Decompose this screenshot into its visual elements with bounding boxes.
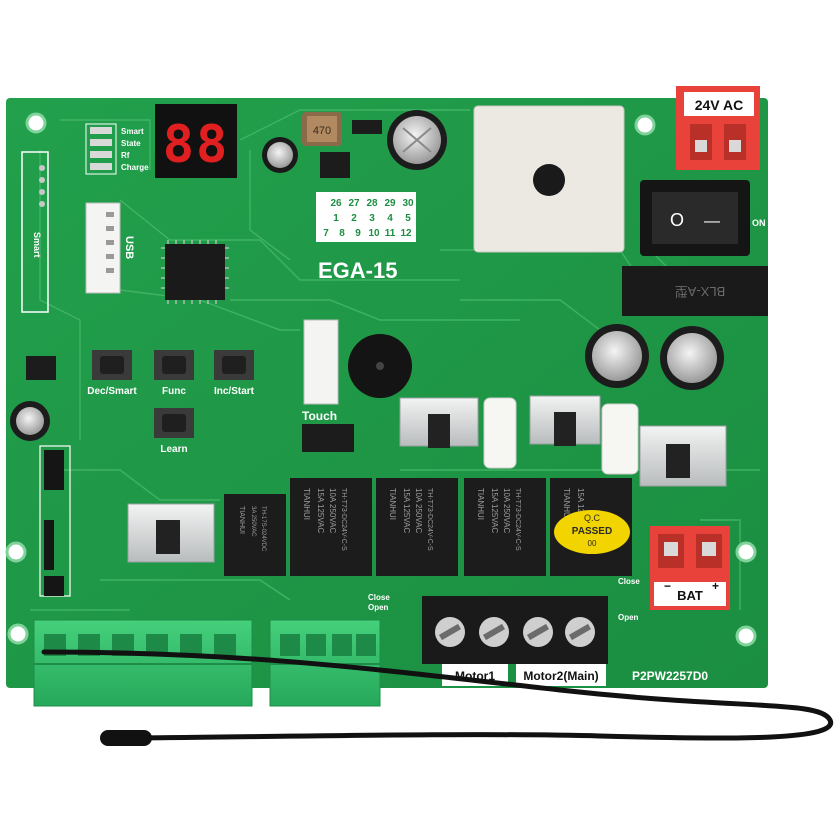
battery-plus: + [712, 579, 719, 593]
jumper-label: 9 [355, 228, 361, 239]
svg-text:Q.C: Q.C [584, 513, 601, 523]
svg-text:TIANHUI: TIANHUI [388, 488, 397, 520]
relay-1: TIANHUI 15A 125VAC 10A 250VAC TH-T73-DC2… [290, 478, 372, 576]
mounting-holes [5, 112, 757, 647]
screw-slot [438, 623, 462, 641]
svg-text:3A 250VAC: 3A 250VAC [250, 506, 256, 537]
qc-passed-sticker: Q.C PASSED 00 [554, 510, 630, 554]
jumper-label: 29 [384, 198, 396, 209]
jumper-label: 1 [333, 213, 339, 224]
jumper-label: 3 [369, 213, 375, 224]
svg-text:TIANHUI: TIANHUI [238, 506, 245, 534]
touch-label: Touch [302, 409, 337, 423]
button-func[interactable]: Func [154, 350, 194, 397]
button-inc-start[interactable]: Inc/Start [214, 350, 255, 397]
led-indicator-group: Smart State Rf Charge [85, 123, 149, 175]
svg-text:TH-T73-DC24V-C-S: TH-T73-DC24V-C-S [426, 488, 433, 551]
motor2-label: Motor2(Main) [523, 669, 598, 683]
display-digits: 88 [163, 115, 230, 175]
open-label-2: Open [618, 613, 639, 622]
regulator-chip [320, 152, 350, 178]
relay-3: TIANHUI 15A 125VAC 10A 250VAC TH-T73-DC2… [464, 478, 546, 576]
svg-text:15A 125VAC: 15A 125VAC [316, 488, 325, 533]
button-func-label: Func [162, 386, 186, 397]
button-dec-smart[interactable]: Dec/Smart [87, 350, 137, 397]
svg-text:15A 125VAC: 15A 125VAC [576, 488, 585, 533]
model-label: EGA-15 [318, 258, 397, 283]
switch-on-mark: O [670, 210, 684, 230]
jumper-label: 4 [387, 213, 393, 224]
switch-side-label: ON [752, 218, 766, 228]
indicator-state: State [121, 139, 141, 148]
touch-connector [303, 319, 339, 405]
screw-slot [568, 623, 592, 641]
smart-header-outline [21, 151, 49, 313]
motor-terminal-block: Motor1 Motor2(Main) [422, 596, 608, 686]
jumper-label: 28 [366, 198, 378, 209]
heatsink-group [127, 395, 727, 563]
usb-connector [85, 202, 121, 294]
jumper-label: 2 [351, 213, 357, 224]
svg-text:TH-T73-DC24V-C-S: TH-T73-DC24V-C-S [340, 488, 347, 551]
button-dec-smart-label: Dec/Smart [87, 386, 137, 397]
seven-segment-display [155, 104, 237, 178]
open-label-1: Open [368, 603, 389, 612]
jumper-label: 12 [400, 228, 412, 239]
svg-text:10A 250VAC: 10A 250VAC [328, 488, 337, 533]
fuse-holder-label: BLX-A型 [675, 284, 726, 299]
relay-small: TIANHUI 3A 250VAC TH-17S-024VDC [224, 494, 286, 576]
svg-text:TIANHUI: TIANHUI [562, 488, 571, 520]
indicator-charge: Charge [121, 163, 149, 172]
screw-slot [526, 623, 550, 641]
sensor-cable [41, 649, 834, 741]
usb-label: USB [123, 236, 135, 259]
svg-text:10A 250VAC: 10A 250VAC [414, 488, 423, 533]
svg-text:15A 125VAC: 15A 125VAC [490, 488, 499, 533]
svg-text:15A 125VAC: 15A 125VAC [402, 488, 411, 533]
switch-off-mark: — [704, 213, 720, 230]
jumper-label: 27 [348, 198, 360, 209]
button-learn-label: Learn [160, 444, 187, 455]
driver-chip [302, 424, 354, 452]
battery-minus: − [664, 579, 671, 593]
relay-2: TIANHUI 15A 125VAC 10A 250VAC TH-T73-DC2… [376, 478, 458, 576]
svg-text:00: 00 [588, 539, 597, 548]
fuse-holder [622, 266, 768, 316]
indicator-rf: Rf [121, 151, 130, 160]
svg-text:TIANHUI: TIANHUI [476, 488, 485, 520]
jumper-label: 30 [402, 198, 414, 209]
svg-text:10A 250VAC: 10A 250VAC [502, 488, 511, 533]
jumper-label: 11 [385, 228, 396, 239]
svg-text:PASSED: PASSED [572, 526, 612, 537]
terminal-block-left [33, 619, 253, 707]
indicator-smart: Smart [121, 127, 144, 136]
button-inc-start-label: Inc/Start [214, 386, 255, 397]
inductor-value: 470 [313, 125, 331, 137]
svg-text:TH-T73-DC24V-C-S: TH-T73-DC24V-C-S [514, 488, 521, 551]
smart-header-pins [39, 165, 45, 207]
battery-terminal: BAT − + [650, 526, 730, 610]
svg-text:TH-17S-024VDC: TH-17S-024VDC [260, 506, 266, 552]
sensor-probe [100, 730, 152, 746]
smart-label: Smart [32, 232, 42, 258]
close-label-2: Close [618, 577, 640, 586]
jumper-label: 26 [330, 198, 342, 209]
jumper-label: 5 [405, 213, 411, 224]
power-input-label: 24V AC [695, 97, 744, 113]
jumper-label: 10 [368, 228, 380, 239]
battery-label: BAT [677, 588, 703, 603]
close-label-1: Close [368, 593, 390, 602]
screw-slot [482, 623, 506, 641]
button-learn[interactable]: Learn [154, 408, 194, 455]
jumper-label: 8 [339, 228, 345, 239]
part-number: P2PW2257D0 [632, 669, 708, 683]
jumper-label: 7 [323, 228, 329, 239]
svg-text:TIANHUI: TIANHUI [302, 488, 311, 520]
microcontroller-chip [165, 244, 225, 300]
